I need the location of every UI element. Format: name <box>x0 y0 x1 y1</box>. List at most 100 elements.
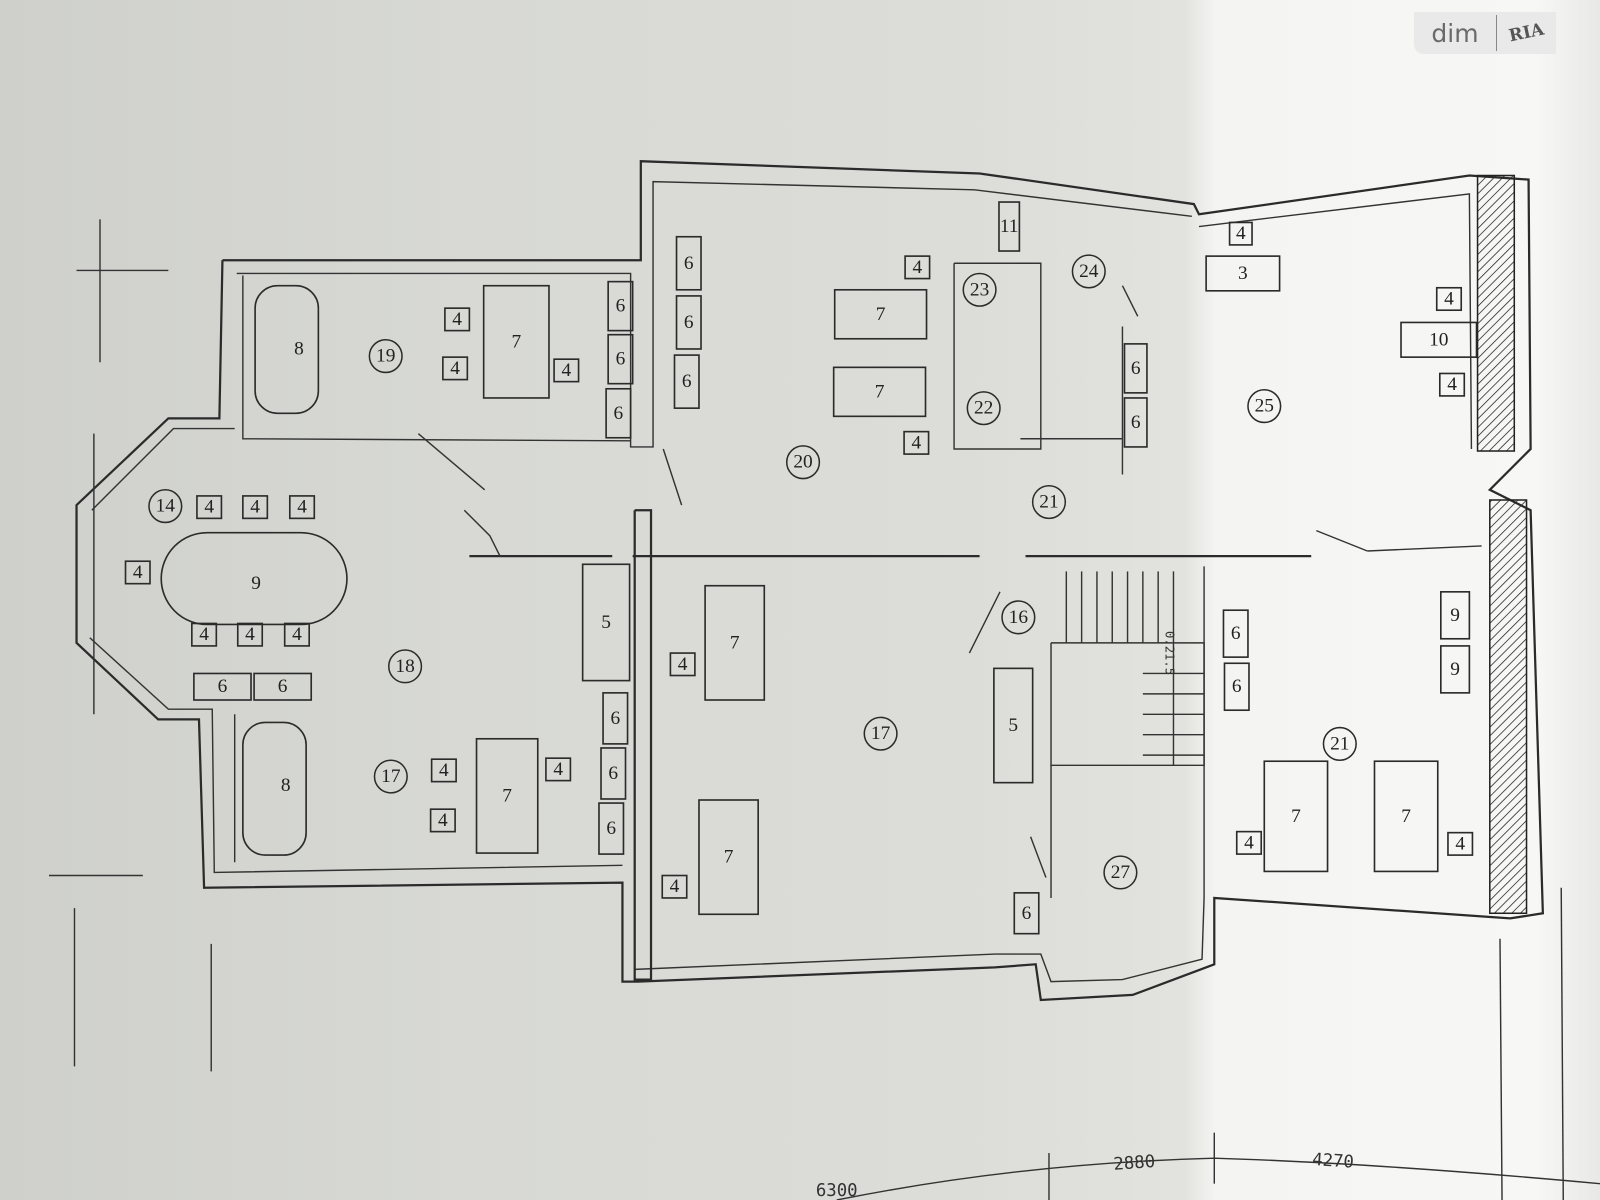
furniture-number: 4 <box>913 257 923 278</box>
furniture-number: 7 <box>730 632 740 653</box>
furniture-outline <box>600 747 627 800</box>
furniture-item: 7 <box>833 288 928 340</box>
furniture-number: 7 <box>511 331 521 352</box>
furniture-item: 4 <box>904 255 931 280</box>
furniture-outline <box>581 563 631 682</box>
furniture-number: 4 <box>670 876 680 897</box>
furniture-number: 9 <box>1450 659 1460 680</box>
furniture-number: 6 <box>614 403 624 424</box>
furniture-item: 8 <box>281 775 291 796</box>
furniture-outline <box>673 354 700 409</box>
furniture-outline <box>903 430 930 455</box>
furniture-item: 9 <box>251 573 261 594</box>
furniture-number: 4 <box>439 760 449 781</box>
room-number: 16 <box>1009 607 1029 628</box>
furniture-item: 6 <box>598 802 625 855</box>
furniture-number: 7 <box>876 304 886 325</box>
room-marker: 22 <box>966 391 1001 426</box>
furniture-number: 6 <box>1022 903 1032 924</box>
dimria-logo[interactable]: dim RIA <box>1414 12 1556 54</box>
room-number: 14 <box>156 496 176 517</box>
furniture-number: 9 <box>251 573 261 594</box>
hatched-wall <box>1489 499 1528 915</box>
room-circle <box>1247 389 1282 424</box>
furniture-outline <box>1123 397 1148 448</box>
furniture-outline <box>475 737 539 854</box>
room-number: 21 <box>1330 733 1349 754</box>
room-circle <box>962 272 997 307</box>
room-circle <box>1001 600 1036 635</box>
furniture-number: 4 <box>297 497 307 518</box>
logo-ria: RIA <box>1507 19 1546 47</box>
furniture-item: 7 <box>482 284 550 399</box>
furniture-number: 9 <box>1450 605 1460 626</box>
room-number: 17 <box>381 766 401 787</box>
furniture-outline <box>288 495 316 520</box>
furniture-outline <box>1123 343 1148 394</box>
furniture-number: 7 <box>502 785 512 806</box>
furniture-outline <box>605 387 632 439</box>
room-marker: 21 <box>1322 726 1357 761</box>
furniture-outline <box>993 667 1034 784</box>
room-number: 24 <box>1079 261 1099 282</box>
furniture-number: 6 <box>1232 676 1242 697</box>
furniture-number: 5 <box>1008 715 1018 736</box>
furniture-item: 4 <box>1235 830 1263 855</box>
room-circle <box>373 759 408 794</box>
furniture-item: 5 <box>993 667 1034 784</box>
furniture-item: 6 <box>673 354 700 409</box>
furniture-outline <box>193 672 252 701</box>
furniture-number: 4 <box>199 624 209 645</box>
furniture-outline <box>253 672 313 701</box>
furniture-number: 6 <box>1131 412 1141 433</box>
furniture-outline <box>242 495 269 520</box>
furniture-item: 4 <box>242 495 269 520</box>
room-circle <box>1031 484 1067 520</box>
staircase <box>1065 571 1205 766</box>
furniture-number: 7 <box>1401 806 1411 827</box>
furniture-number: 4 <box>1455 833 1465 854</box>
furniture-item: 6 <box>1123 343 1148 394</box>
furniture-number: 4 <box>292 624 302 645</box>
furniture-item: 6 <box>600 747 627 800</box>
sofa <box>254 284 320 415</box>
furniture-item: 4 <box>1435 286 1463 312</box>
furniture-item: 4 <box>430 758 457 783</box>
furniture-item: 4 <box>236 622 264 647</box>
room-circle <box>1103 855 1138 890</box>
furniture-number: 7 <box>875 381 885 402</box>
room-marker: 20 <box>785 445 821 480</box>
furniture-outline <box>607 280 634 332</box>
room-number: 23 <box>970 279 989 300</box>
furniture-number: 5 <box>601 612 611 633</box>
furniture-number: 4 <box>1236 223 1246 244</box>
furniture-outline <box>669 652 696 677</box>
room-marker: 24 <box>1071 254 1106 289</box>
room-circle <box>1322 726 1357 761</box>
furniture-outline <box>124 560 151 585</box>
room-marker: 17 <box>863 716 898 751</box>
room-number: 27 <box>1111 862 1131 883</box>
furniture-number: 6 <box>608 763 618 784</box>
oval-table <box>160 531 348 626</box>
room-circle <box>148 489 183 524</box>
furniture-number: 4 <box>1447 374 1457 395</box>
furniture-number: 4 <box>1244 832 1254 853</box>
furniture-outline <box>1205 255 1281 292</box>
furniture-item: 6 <box>607 280 634 332</box>
dimension-4270: 4270 <box>1311 1150 1354 1173</box>
furniture-outline <box>904 255 931 280</box>
furniture-number: 11 <box>1000 216 1019 237</box>
furniture-item: 4 <box>191 622 218 647</box>
furniture-number: 4 <box>133 562 143 583</box>
room-marker: 18 <box>388 649 423 684</box>
furniture-item: 4 <box>442 356 469 381</box>
furniture-number: 4 <box>678 654 688 675</box>
furniture-number: 3 <box>1238 263 1248 284</box>
furniture-outline <box>553 358 580 383</box>
furniture-number: 4 <box>452 309 462 330</box>
furniture-item: 9 <box>1440 645 1471 694</box>
room-number: 17 <box>871 723 891 744</box>
logo-dim: dim <box>1431 18 1479 48</box>
